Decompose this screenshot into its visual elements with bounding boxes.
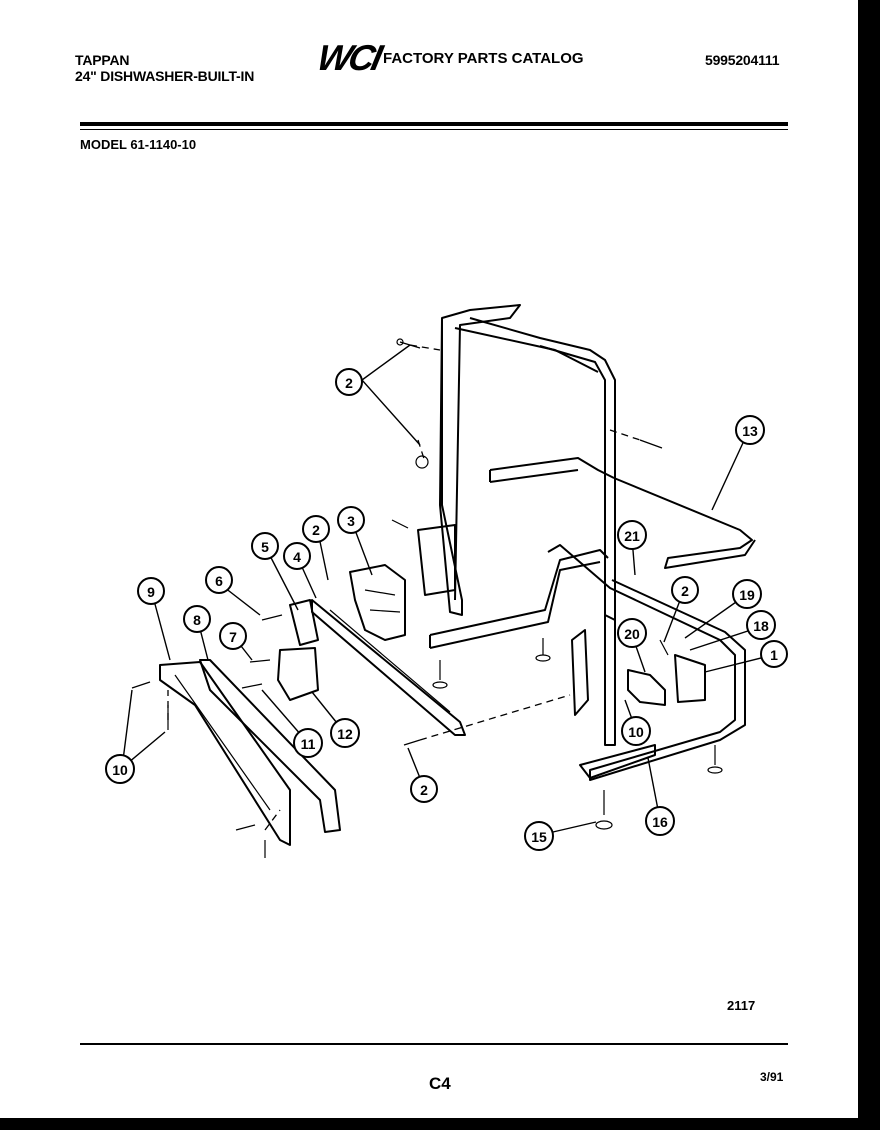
- catalog-number: 5995204111: [705, 52, 780, 68]
- svg-text:9: 9: [147, 584, 155, 600]
- bracket-8: [199, 659, 341, 833]
- svg-text:5: 5: [261, 539, 269, 555]
- kickplate-9: [159, 661, 291, 846]
- callout-8: 8: [183, 605, 211, 633]
- footer-rule: [80, 1043, 788, 1045]
- model-number: MODEL 61-1140-10: [80, 137, 197, 152]
- channel-4: [311, 599, 466, 736]
- switch-12: [277, 647, 319, 701]
- svg-text:10: 10: [112, 762, 128, 778]
- svg-text:16: 16: [652, 814, 668, 830]
- callout-5: 5: [251, 532, 279, 560]
- svg-text:7: 7: [229, 629, 237, 645]
- svg-text:15: 15: [531, 829, 547, 845]
- brand-name: TAPPAN: [75, 52, 130, 68]
- callout-12: 12: [330, 718, 360, 748]
- header-rule-thin: [80, 129, 788, 130]
- svg-text:3: 3: [347, 513, 355, 529]
- valve-3: [349, 524, 456, 641]
- page-number: C4: [429, 1074, 451, 1093]
- callout-19: 19: [732, 579, 762, 609]
- header-rule-thick: [80, 122, 788, 126]
- callout-2-bottom: 2: [410, 775, 438, 803]
- callout-6: 6: [205, 566, 233, 594]
- door-frame: [439, 304, 616, 746]
- svg-text:10: 10: [628, 724, 644, 740]
- svg-text:2: 2: [420, 782, 428, 798]
- svg-text:2: 2: [681, 583, 689, 599]
- svg-text:6: 6: [215, 573, 223, 589]
- callout-7: 7: [219, 622, 247, 650]
- svg-text:19: 19: [739, 587, 755, 603]
- svg-text:11: 11: [301, 736, 316, 752]
- svg-text:18: 18: [753, 618, 769, 634]
- fasteners: [131, 338, 723, 858]
- callout-11: 11: [293, 728, 323, 758]
- product-name: 24" DISHWASHER-BUILT-IN: [75, 68, 255, 84]
- callout-21: 21: [617, 520, 647, 550]
- callout-2-valve: 2: [302, 515, 330, 543]
- svg-text:20: 20: [624, 626, 640, 642]
- svg-text:8: 8: [193, 612, 201, 628]
- catalog-title: FACTORY PARTS CATALOG: [383, 50, 584, 67]
- svg-text:2: 2: [312, 522, 320, 538]
- svg-text:21: 21: [624, 528, 640, 544]
- callout-15: 15: [524, 821, 554, 851]
- rear-brace-13: [489, 457, 756, 569]
- callout-1: 1: [760, 640, 788, 668]
- callout-16: 16: [645, 806, 675, 836]
- callout-9: 9: [137, 577, 165, 605]
- callout-10-left: 10: [105, 754, 135, 784]
- callout-20: 20: [617, 618, 647, 648]
- svg-text:1: 1: [770, 647, 778, 663]
- svg-text:4: 4: [293, 549, 301, 565]
- scan-border-bottom: [0, 1118, 880, 1130]
- revision-date: 3/91: [760, 1070, 784, 1084]
- bracket-20: [627, 669, 666, 706]
- side-bracket: [571, 629, 589, 716]
- drawing-number: 2117: [727, 998, 756, 1013]
- switch-5: [289, 599, 319, 646]
- callout-18: 18: [746, 610, 776, 640]
- hinge-1: [674, 654, 706, 703]
- callout-10-right: 10: [621, 716, 651, 746]
- callout-2-right: 2: [671, 576, 699, 604]
- svg-text:12: 12: [337, 726, 353, 742]
- callout-3: 3: [337, 506, 365, 534]
- callout-4: 4: [283, 542, 311, 570]
- callout-13: 13: [735, 415, 765, 445]
- scan-border-right: [858, 0, 880, 1130]
- svg-text:2: 2: [345, 375, 353, 391]
- svg-text:13: 13: [742, 423, 758, 439]
- callout-2-top: 2: [335, 368, 363, 396]
